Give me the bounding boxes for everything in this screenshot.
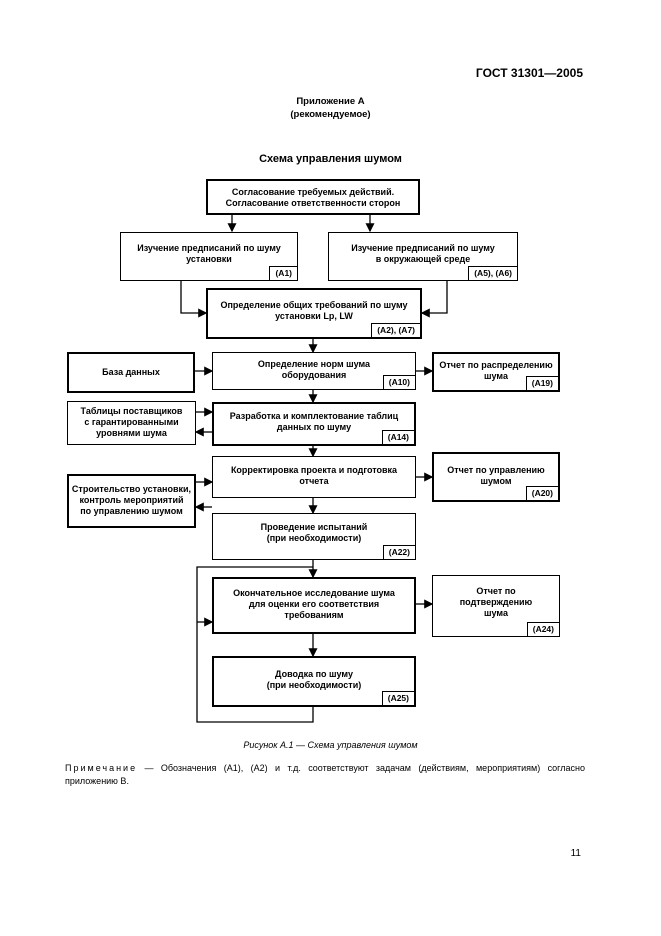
task-code: (A24): [526, 622, 560, 637]
box-supplier-tables: Таблицы поставщиков с гарантированными у…: [67, 401, 196, 445]
box-design-correction-text: Корректировка проекта и подготовка отчет…: [230, 465, 398, 486]
task-code: (A1): [269, 266, 298, 281]
page-number: 11: [570, 848, 581, 859]
box-supplier-tables-text: Таблицы поставщиков с гарантированными у…: [80, 406, 183, 438]
task-code: (A14): [381, 430, 415, 445]
standard-number: ГОСТ 31301—2005: [475, 66, 583, 80]
box-control-report: Отчет по управлению шумом (A20): [432, 452, 560, 502]
box-design-correction: Корректировка проекта и подготовка отчет…: [212, 456, 416, 498]
box-noise-refinement-text: Доводка по шуму (при необходимости): [266, 669, 362, 690]
box-general-requirements: Определение общих требований по шуму уст…: [206, 288, 422, 339]
box-agreement: Согласование требуемых действий. Согласо…: [206, 179, 420, 215]
box-construction: Строительство установки, контроль меропр…: [67, 474, 196, 528]
task-code: (A22): [382, 545, 416, 560]
box-confirmation-report: Отчет по подтверждению шума (A24): [432, 575, 560, 637]
box-environment-regulations-text: Изучение предписаний по шуму в окружающе…: [351, 243, 495, 264]
note-label: Примечание: [65, 763, 138, 773]
note-text: — Обозначения (А1), (А2) и т.д. соответс…: [65, 763, 585, 786]
box-plant-regulations: Изучение предписаний по шуму установки (…: [120, 232, 298, 281]
task-code: (A10): [382, 375, 416, 390]
box-database-text: База данных: [102, 367, 160, 377]
box-agreement-text: Согласование требуемых действий. Согласо…: [225, 187, 401, 208]
scheme-title: Схема управления шумом: [259, 153, 402, 165]
box-distribution-report-text: Отчет по распределению шума: [439, 360, 553, 381]
appendix-subtitle: (рекомендуемое): [290, 109, 371, 120]
box-general-requirements-text: Определение общих требований по шуму уст…: [220, 300, 408, 321]
box-confirmation-report-text: Отчет по подтверждению шума: [459, 586, 533, 618]
task-code: (A20): [525, 486, 559, 501]
box-testing: Проведение испытаний (при необходимости)…: [212, 513, 416, 560]
box-equipment-norms: Определение норм шума оборудования (A10): [212, 352, 416, 390]
box-equipment-norms-text: Определение норм шума оборудования: [257, 359, 371, 380]
box-data-tables-text: Разработка и комплектование таблиц данны…: [229, 411, 399, 432]
box-distribution-report: Отчет по распределению шума (A19): [432, 352, 560, 392]
box-noise-refinement: Доводка по шуму (при необходимости) (A25…: [212, 656, 416, 707]
flowchart-connectors: [180, 214, 448, 723]
box-data-tables: Разработка и комплектование таблиц данны…: [212, 402, 416, 446]
task-code: (A2), (A7): [371, 323, 421, 338]
box-testing-text: Проведение испытаний (при необходимости): [260, 522, 368, 543]
box-environment-regulations: Изучение предписаний по шуму в окружающе…: [328, 232, 518, 281]
task-code: (A25): [381, 691, 415, 706]
box-database: База данных: [67, 352, 195, 393]
task-code: (A19): [525, 376, 559, 391]
box-final-investigation: Окончательное исследование шума для оцен…: [212, 577, 416, 634]
note: Примечание — Обозначения (А1), (А2) и т.…: [65, 762, 585, 788]
box-control-report-text: Отчет по управлению шумом: [447, 465, 545, 486]
box-plant-regulations-text: Изучение предписаний по шуму установки: [137, 243, 281, 264]
task-code: (A5), (A6): [468, 266, 518, 281]
appendix-title: Приложение А: [296, 96, 365, 107]
box-construction-text: Строительство установки, контроль меропр…: [71, 484, 192, 516]
box-final-investigation-text: Окончательное исследование шума для оцен…: [233, 588, 395, 620]
figure-caption: Рисунок А.1 — Схема управления шумом: [243, 740, 418, 750]
